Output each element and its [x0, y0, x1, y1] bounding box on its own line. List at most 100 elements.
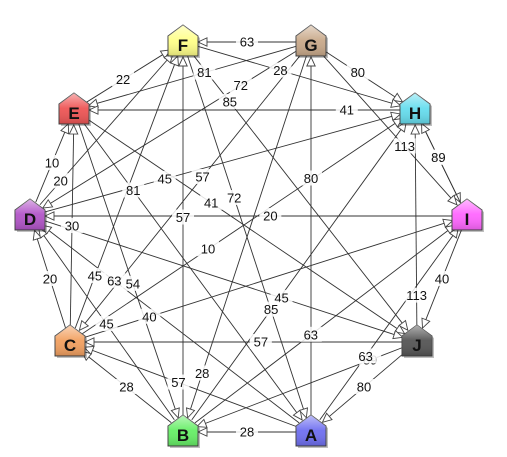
arrowhead-D-J [392, 329, 404, 340]
edge-label-bg [269, 62, 292, 78]
arrowhead-E-B [170, 407, 180, 419]
edge-label-bg [138, 308, 161, 324]
node-gloss [296, 415, 326, 446]
arrowhead-H-E [87, 105, 99, 115]
edge-label-B-D: 45 [99, 317, 113, 332]
edge-label-bg [427, 149, 450, 165]
edge-B-I [194, 224, 456, 424]
edge-label-G-D: 72 [234, 78, 248, 93]
arrowhead-C-F [169, 55, 179, 67]
edge-label-A-D: 63 [107, 273, 121, 288]
edge-E-B [78, 124, 179, 418]
arrowhead-A-B [196, 427, 208, 437]
node-I[interactable]: I [451, 198, 484, 232]
node-label-G: G [304, 36, 317, 55]
arrowhead-F-H [390, 98, 402, 108]
edge-label-B-I: 63 [304, 327, 318, 342]
node-gloss [59, 93, 89, 124]
edge-label-bg [335, 102, 358, 117]
arrowhead-I-H [421, 122, 431, 135]
node-gloss [402, 325, 432, 356]
edge-F-A [187, 56, 307, 418]
edge-label-bg [153, 170, 176, 186]
node-gloss [55, 325, 85, 356]
edge-label-bg [260, 301, 283, 317]
node-label-I: I [465, 210, 470, 229]
edge-label-J-A: 80 [357, 380, 371, 395]
node-E[interactable]: E [58, 92, 91, 126]
edge-label-bg [191, 365, 214, 381]
node-label-E: E [68, 104, 79, 123]
arrowhead-D-E [60, 122, 70, 135]
node-label-H: H [409, 104, 421, 123]
edge-label-C-H: 10 [201, 242, 215, 257]
edge-label-bg [405, 287, 428, 303]
arrowhead-J-C [83, 337, 95, 347]
edge-label-bg [249, 334, 272, 349]
arrowhead-B-H [396, 121, 407, 133]
edge-label-B-H: 85 [264, 302, 278, 317]
edge-label-bg [218, 94, 241, 109]
arrowhead-G-H [391, 92, 404, 103]
edge-labels-layer: 6380404080282820102228811134120895711389… [39, 34, 453, 440]
node-gloss [15, 199, 45, 230]
edge-G-E [88, 45, 297, 107]
node-B[interactable]: B [167, 414, 200, 448]
node-D[interactable]: D [14, 198, 47, 232]
arrowhead-A-G [306, 55, 316, 67]
node-G[interactable]: G [295, 24, 328, 58]
node-H[interactable]: H [399, 92, 432, 126]
arrowhead-J-H [410, 123, 421, 135]
edge-label-bg [393, 138, 416, 154]
node-J[interactable]: J [401, 324, 434, 358]
edge-label-bg [299, 326, 322, 342]
edge-label-bg [300, 170, 322, 186]
edge-label-bg [193, 64, 216, 80]
edge-label-bg [122, 182, 145, 198]
node-A[interactable]: A [295, 414, 328, 448]
edge-G-C [79, 53, 302, 331]
edge-label-bg [346, 64, 369, 80]
node-gloss [296, 25, 326, 56]
edge-label-I-H: 89 [431, 150, 445, 165]
arrowhead-E-A [292, 409, 303, 421]
node-gloss [400, 93, 430, 124]
arrowhead-B-F [178, 55, 188, 67]
edge-label-C-E: 30 [65, 219, 79, 234]
node-label-J: J [412, 336, 421, 355]
edge-label-bg [191, 169, 214, 184]
edge-label-G-H: 80 [351, 65, 365, 80]
edge-D-J [44, 220, 403, 338]
edge-label-G-F: 63 [240, 35, 254, 50]
edge-label-B-F: 57 [176, 210, 190, 225]
edge-label-bg [236, 34, 258, 49]
edge-label-I-D: 20 [263, 209, 277, 224]
edge-G-I [320, 52, 458, 206]
arrowhead-J-A [321, 412, 333, 423]
arrowhead-A-C [83, 345, 95, 356]
edge-label-bg [236, 424, 258, 439]
edge-E-J [86, 118, 405, 334]
edge-label-I-J: 40 [435, 272, 449, 287]
edge-label-bg [61, 218, 83, 233]
edge-label-B-C: 28 [119, 380, 133, 395]
arrowhead-C-D [32, 229, 43, 241]
edge-label-bg [95, 316, 118, 331]
arrowhead-I-D [43, 211, 55, 221]
node-label-C: C [64, 336, 76, 355]
arrowhead-G-F [196, 37, 208, 47]
edge-label-C-I: 40 [142, 309, 156, 324]
edge-F-H [197, 45, 401, 107]
arrowhead-A-I [448, 227, 459, 239]
edge-label-bg [229, 77, 252, 93]
edge-A-C [83, 346, 298, 428]
node-C[interactable]: C [54, 324, 87, 358]
edge-label-bg [353, 379, 375, 394]
node-F[interactable]: F [167, 24, 200, 58]
node-gloss [452, 199, 482, 230]
arrowhead-D-H [390, 111, 402, 122]
arrowhead-G-C [78, 319, 90, 332]
edge-label-A-C: 57 [171, 375, 185, 390]
